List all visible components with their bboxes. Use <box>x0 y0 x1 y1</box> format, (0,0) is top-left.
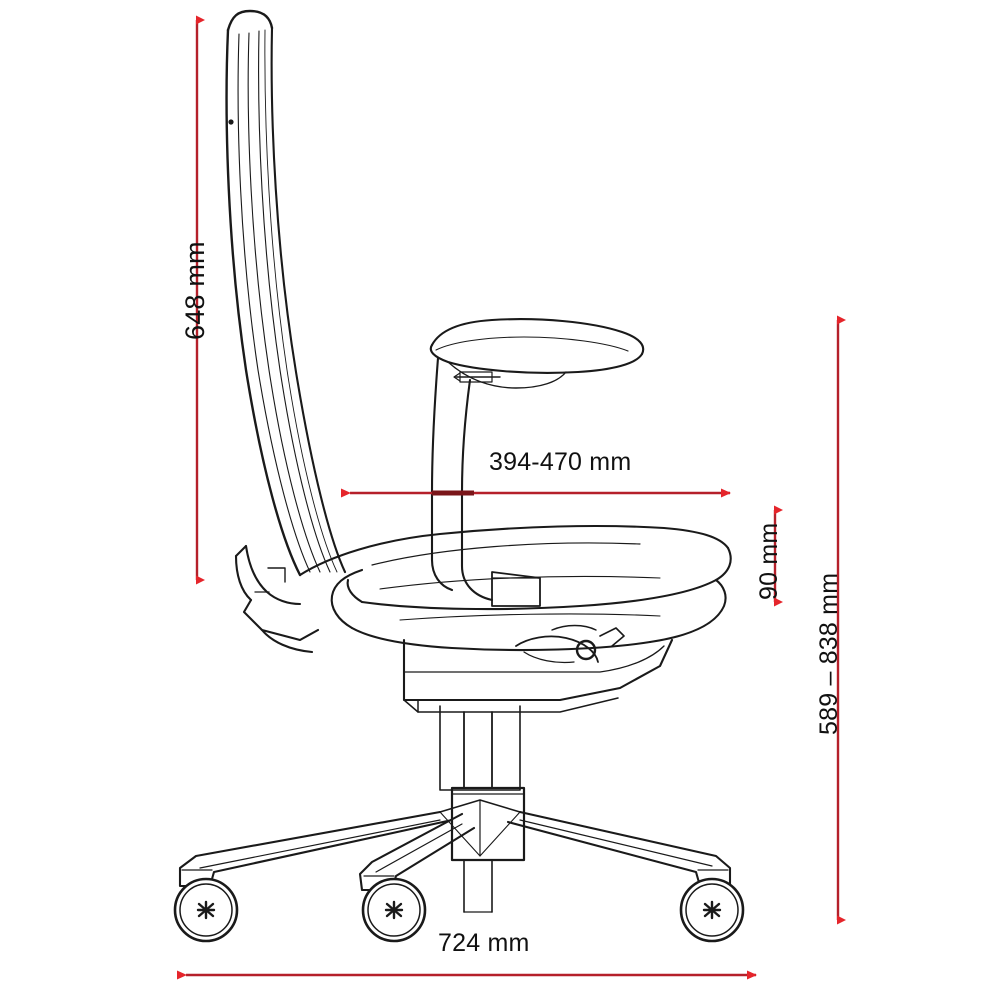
caster-left <box>173 877 239 943</box>
dimension-label-seat-travel: 90 mm <box>755 522 783 600</box>
dimension-label-overall-height: 589 – 838 mm <box>815 572 843 735</box>
caster-right <box>679 877 745 943</box>
backrest <box>225 9 347 654</box>
dimension-label-seat-depth: 394-470 mm <box>489 448 632 476</box>
caster-center <box>361 877 427 943</box>
dimension-label-backrest-height: 648 mm <box>180 241 210 340</box>
chair-illustration <box>173 9 745 943</box>
base <box>178 705 732 892</box>
gas-cylinder <box>450 711 526 913</box>
dimension-label-base-width: 724 mm <box>438 929 530 957</box>
seat <box>298 524 732 713</box>
